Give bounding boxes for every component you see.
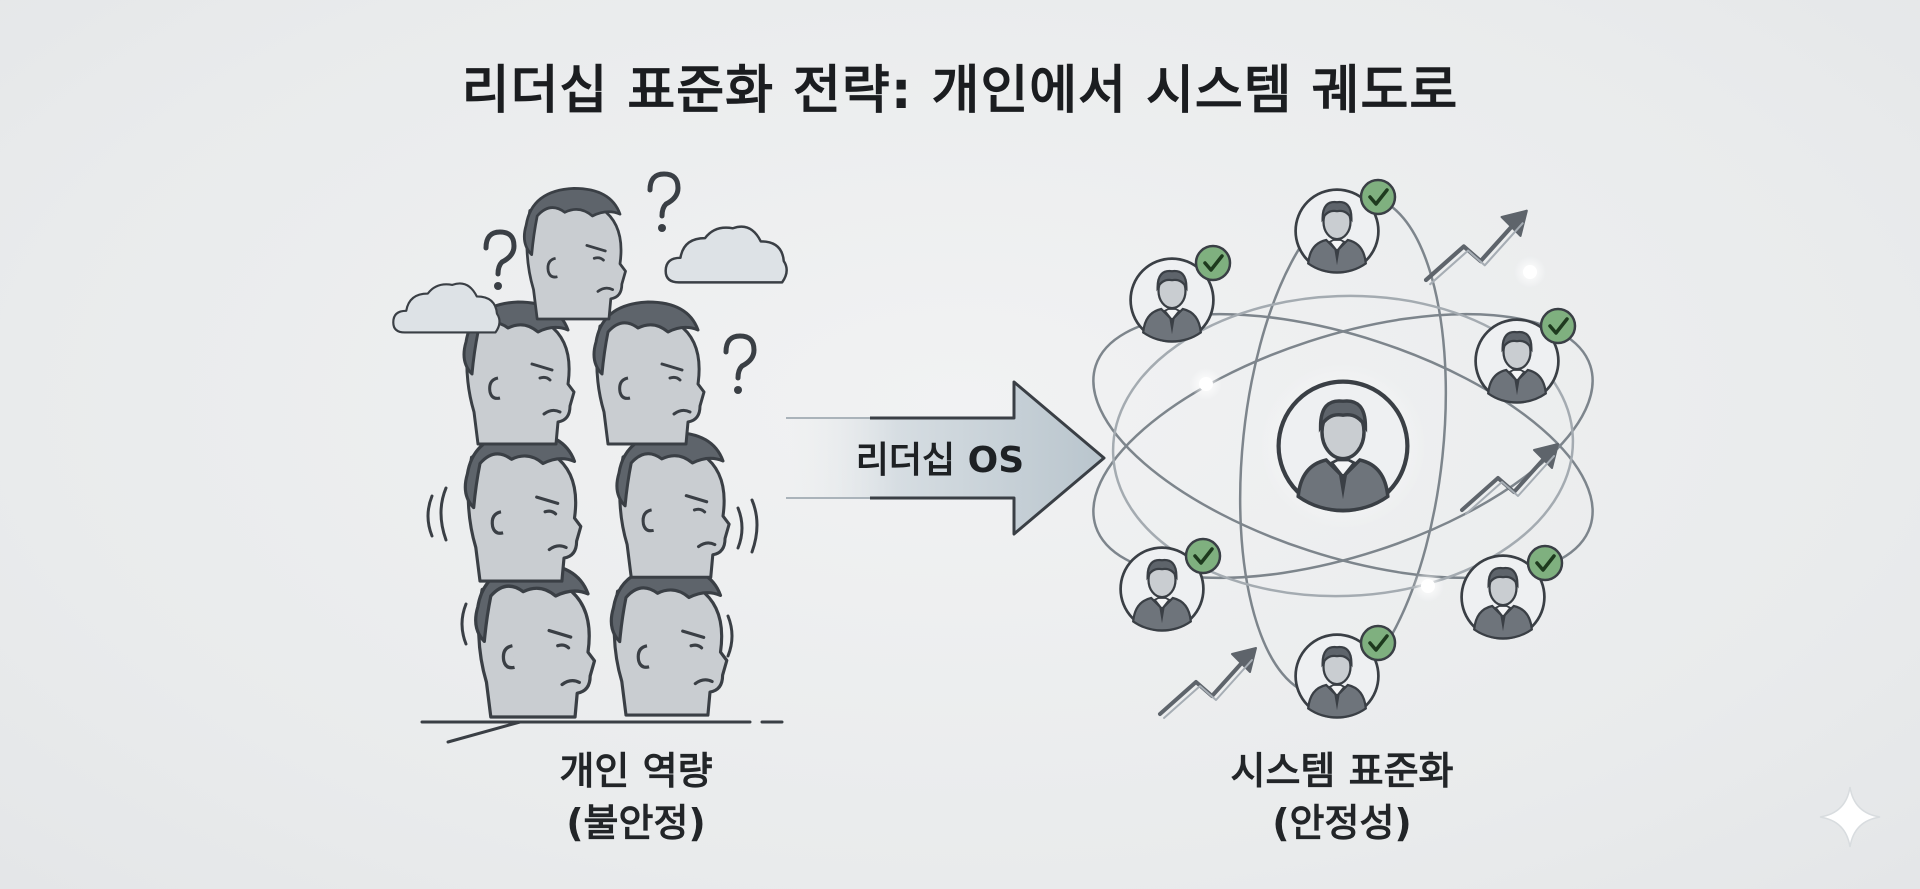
right-caption-title: 시스템 표준화	[1230, 749, 1454, 793]
member-node	[1129, 244, 1232, 343]
confused-face-icon	[592, 300, 706, 446]
member-node	[1460, 544, 1564, 640]
question-mark-icon	[726, 336, 754, 394]
trend-up-arrow-icon	[1158, 646, 1258, 720]
member-node	[1474, 307, 1577, 404]
confused-face-icon	[609, 564, 729, 717]
left-caption-subtitle: (불안정)	[566, 801, 706, 845]
question-mark-icon	[486, 232, 514, 290]
question-mark-icon	[650, 174, 678, 232]
trend-up-arrow-icon	[1426, 211, 1527, 285]
member-node	[1294, 624, 1397, 719]
cloud-icon	[664, 225, 788, 284]
tilt-line	[446, 720, 522, 744]
confused-face-icon	[474, 561, 597, 719]
member-node	[1294, 178, 1397, 274]
confused-face-icon	[463, 430, 583, 583]
confused-face-icon	[522, 187, 627, 321]
stable-system-group	[1092, 178, 1594, 720]
unstable-individuals-group	[392, 174, 788, 744]
confused-face-icon	[615, 430, 731, 579]
leader-avatar-icon	[1279, 382, 1408, 511]
check-badge-icon	[1359, 624, 1397, 662]
trend-up-arrow-icon	[1460, 442, 1560, 516]
check-badge-icon	[1194, 244, 1232, 282]
arrow-label: 리더십 OS	[856, 440, 1024, 481]
right-caption: 시스템 표준화 (안정성)	[1142, 745, 1542, 849]
left-caption-title: 개인 역량	[559, 749, 713, 793]
check-badge-icon	[1539, 307, 1577, 345]
page-title: 리더십 표준화 전략: 개인에서 시스템 궤도로	[461, 61, 1459, 121]
cloud-icon	[392, 282, 501, 334]
transition-arrow: 리더십 OS	[786, 380, 1106, 536]
left-caption: 개인 역량 (불안정)	[436, 745, 836, 849]
check-badge-icon	[1359, 178, 1397, 216]
right-caption-subtitle: (안정성)	[1272, 801, 1412, 845]
member-node	[1119, 537, 1222, 632]
shake-marks-icon	[426, 486, 759, 658]
sparkle-icon	[1819, 786, 1881, 848]
check-badge-icon	[1184, 537, 1222, 575]
orbit-nodes	[1190, 256, 1546, 650]
check-badge-icon	[1526, 544, 1564, 582]
